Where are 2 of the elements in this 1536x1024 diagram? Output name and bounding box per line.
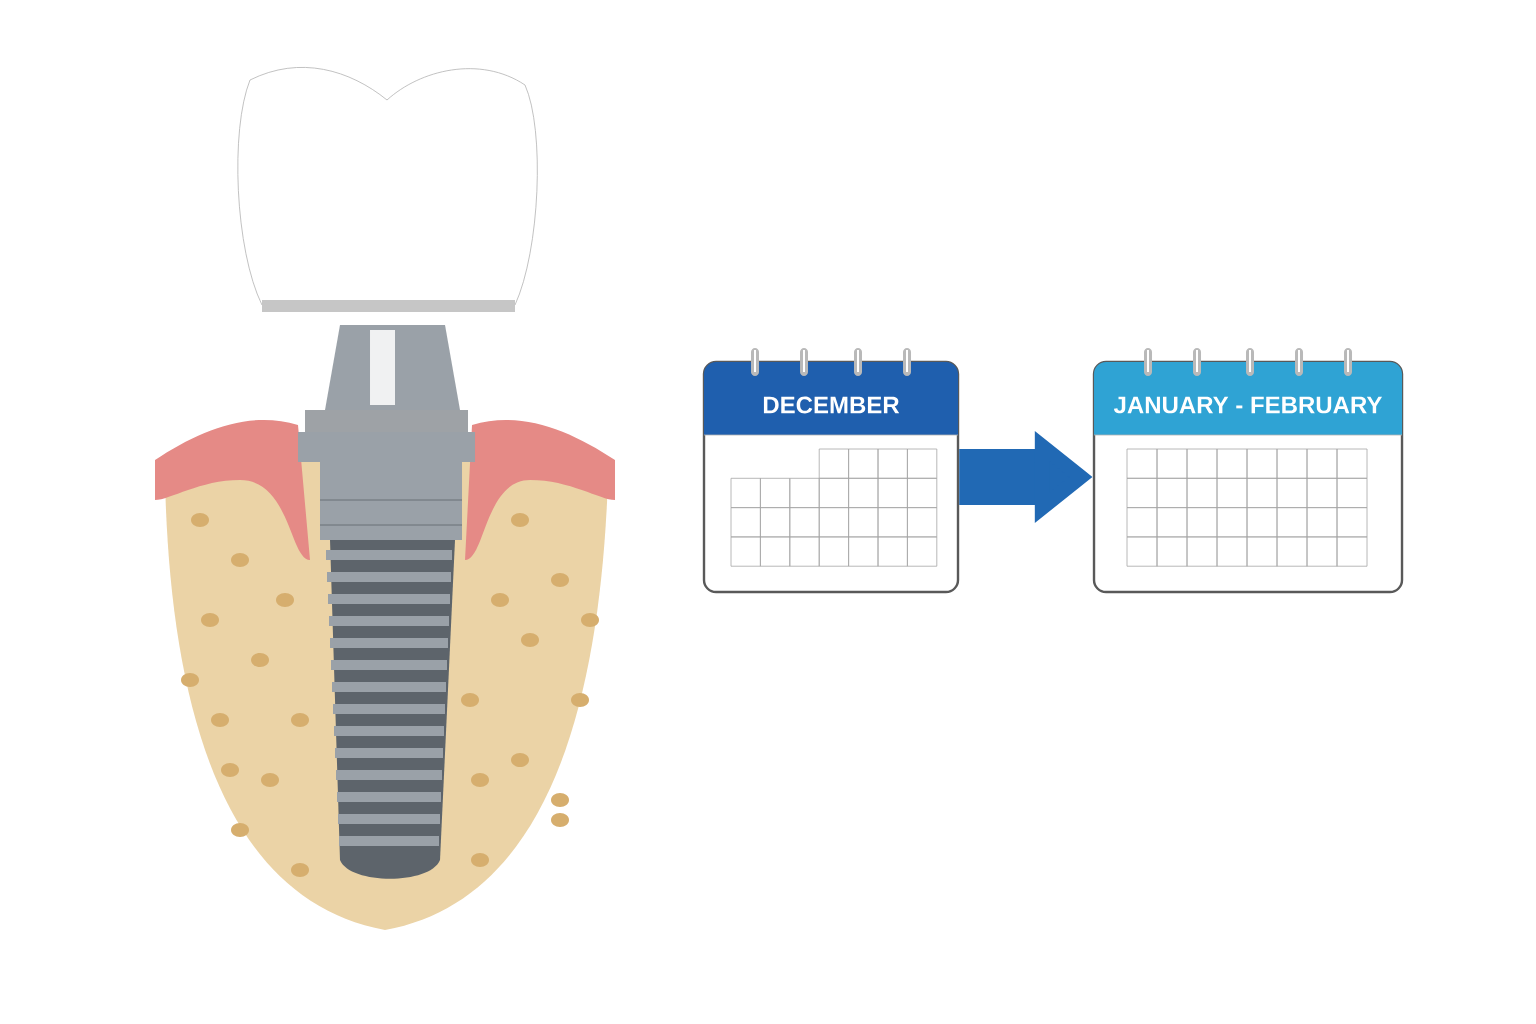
calendar: JANUARY - FEBRUARY xyxy=(1092,348,1404,594)
calendar: DECEMBER xyxy=(702,348,960,594)
